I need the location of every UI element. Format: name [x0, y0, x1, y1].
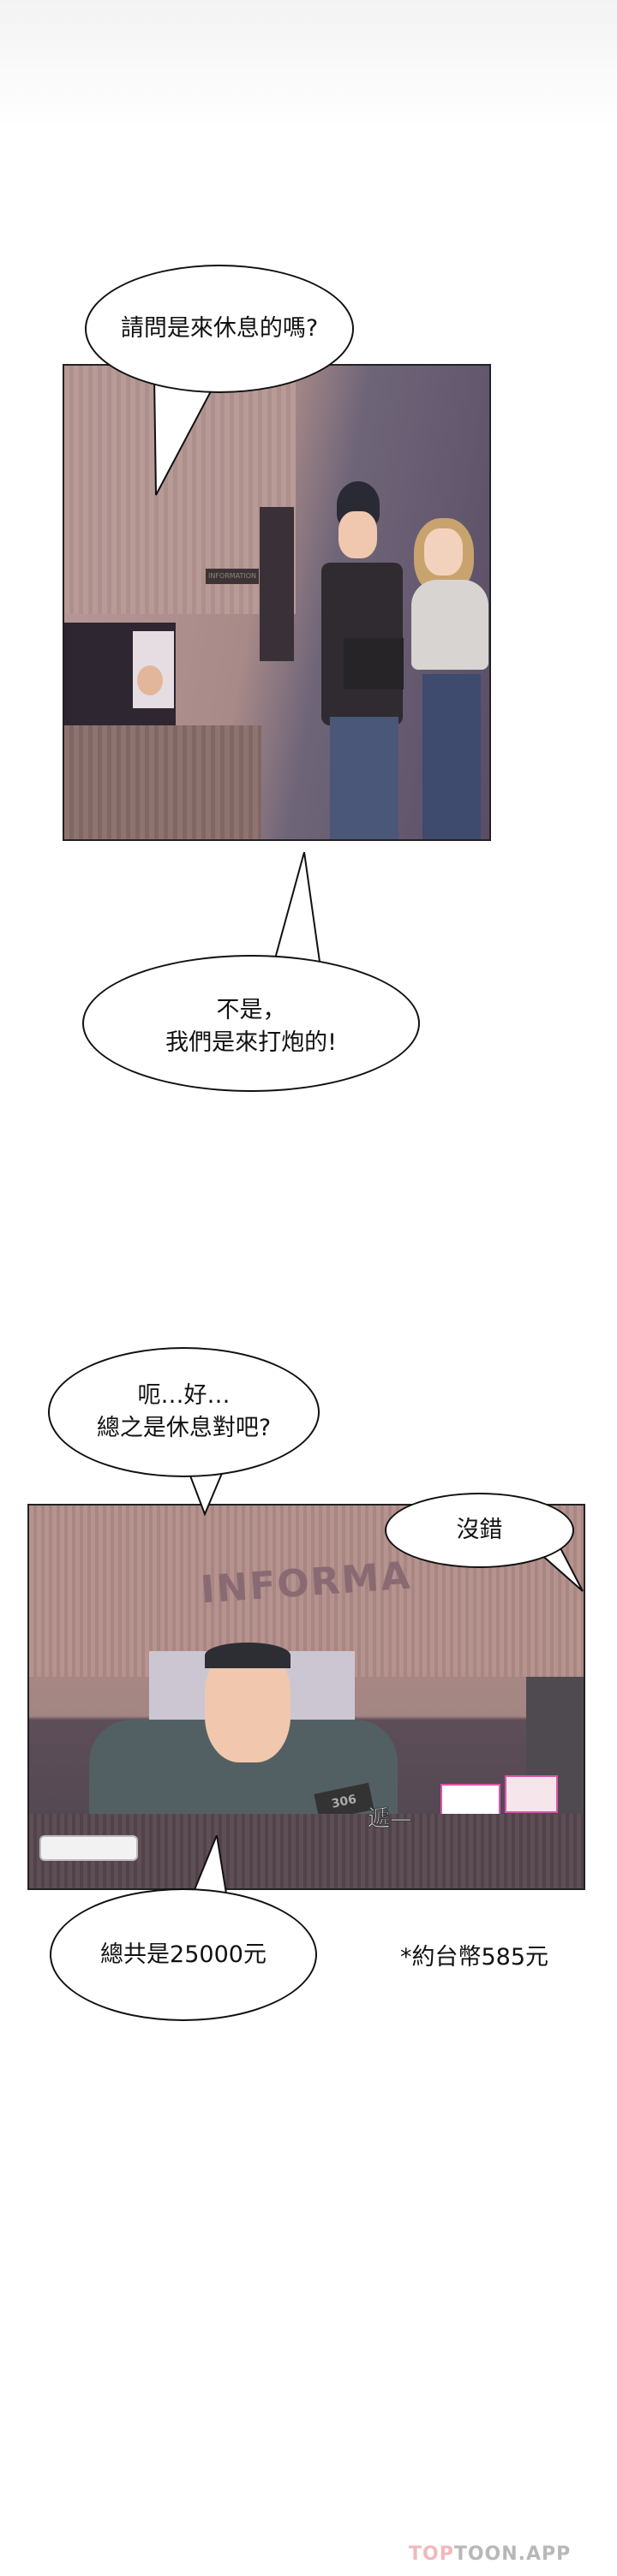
- speech-bubble-2: 不是， 我們是來打炮的!: [82, 955, 420, 1092]
- clerk-hair: [205, 1643, 291, 1668]
- ad-card: [505, 1775, 558, 1813]
- speech-bubble-4: 沒錯: [385, 1493, 574, 1568]
- dialogue-text: 不是，: [216, 997, 286, 1023]
- man-pants: [330, 717, 398, 839]
- watermark-logo: TOPTOON.APP: [409, 2543, 572, 2565]
- woman-face: [424, 528, 463, 575]
- counter: [64, 725, 261, 839]
- woman-sweater: [411, 580, 488, 670]
- dialogue-text: 我們是來打炮的!: [165, 1029, 337, 1056]
- card-terminal: [39, 1835, 138, 1861]
- speech-bubble-1: 請問是來休息的嗎?: [85, 265, 354, 393]
- bag: [344, 638, 404, 689]
- top-fade: [0, 0, 617, 128]
- dialogue-text: 總之是休息對吧?: [96, 1415, 272, 1441]
- dialogue-text: 沒錯: [456, 1517, 503, 1543]
- speech-bubble-5: 總共是25000元: [50, 1888, 317, 2021]
- price-board: [260, 507, 294, 661]
- woman-jeans: [422, 674, 481, 839]
- currency-note: *約台幣585元: [400, 1944, 549, 1971]
- comic-panel-1: INFORMATION: [63, 364, 491, 841]
- comic-panel-2: INFORMA 306 遞—: [27, 1504, 585, 1890]
- sfx-text: 遞—: [367, 1806, 413, 1833]
- bubble-tail: [187, 1471, 225, 1516]
- welcome-card: [440, 1784, 500, 1818]
- speech-bubble-3: 呃…好… 總之是休息對吧?: [48, 1347, 320, 1477]
- man-face: [338, 511, 377, 558]
- clerk-face: [137, 665, 163, 695]
- bubble-tail: [273, 852, 321, 963]
- bubble-tail: [153, 377, 220, 496]
- dialogue-text: 總共是25000元: [100, 1941, 267, 1968]
- dialogue-text: 請問是來休息的嗎?: [120, 315, 319, 342]
- info-sign: INFORMATION: [206, 569, 259, 584]
- dialogue-text: 呃…好…: [137, 1382, 231, 1409]
